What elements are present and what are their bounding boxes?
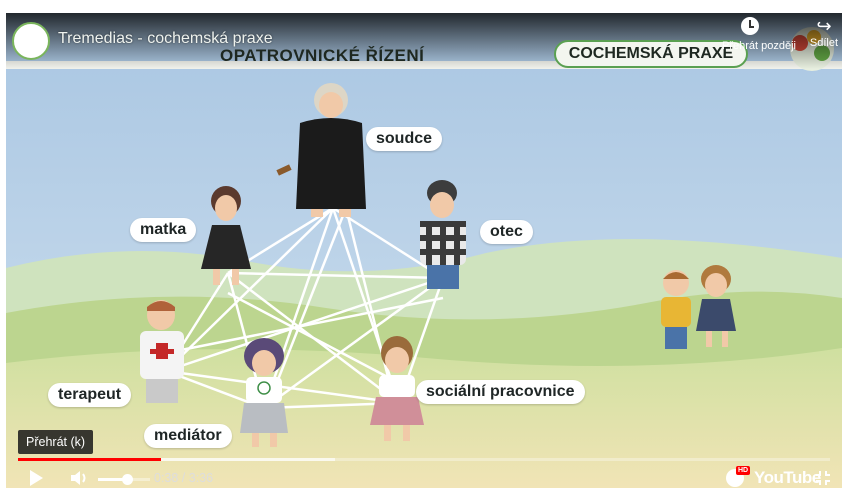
share-label: Sdílet bbox=[809, 37, 839, 49]
progress-bar[interactable] bbox=[18, 458, 830, 461]
label-mediator: mediátor bbox=[144, 424, 232, 448]
play-icon[interactable] bbox=[30, 470, 43, 486]
label-social-worker: sociální pracovnice bbox=[416, 380, 585, 404]
watch-later-button[interactable]: Přehrát později bbox=[722, 17, 796, 52]
volume-icon[interactable] bbox=[69, 468, 91, 488]
volume-knob[interactable] bbox=[121, 474, 133, 485]
video-player[interactable]: Tremedias - cochemská praxe OPATROVNICKÉ… bbox=[6, 13, 842, 488]
volume-fill bbox=[98, 478, 127, 481]
player-controls: 0:38 / 3:36 HD YouTube bbox=[6, 463, 842, 488]
youtube-logo[interactable]: YouTube bbox=[754, 468, 821, 487]
cochem-banner: COCHEMSKÁ PRAXE bbox=[554, 40, 748, 68]
label-father: otec bbox=[480, 220, 533, 244]
label-therapist: terapeut bbox=[48, 383, 132, 407]
social-worker-figure bbox=[370, 336, 424, 441]
mediator-figure bbox=[240, 338, 288, 447]
buffer-fill bbox=[18, 458, 335, 461]
judge-figure bbox=[276, 83, 366, 217]
volume-slider[interactable] bbox=[98, 474, 150, 485]
father-figure bbox=[420, 180, 466, 289]
label-mother: matka bbox=[130, 218, 197, 242]
play-tooltip: Přehrát (k) bbox=[18, 430, 94, 454]
mother-figure bbox=[201, 186, 251, 285]
channel-avatar[interactable] bbox=[12, 22, 50, 60]
video-frame bbox=[6, 13, 842, 488]
share-button[interactable]: ↪ Sdílet bbox=[796, 17, 842, 49]
section-banner: OPATROVNICKÉ ŘÍZENÍ bbox=[220, 46, 425, 65]
watch-later-label: Přehrát později bbox=[722, 40, 796, 52]
therapist-figure bbox=[140, 300, 184, 403]
played-fill bbox=[18, 458, 161, 461]
video-title[interactable]: Tremedias - cochemská praxe bbox=[58, 30, 273, 47]
share-icon: ↪ bbox=[816, 16, 832, 36]
children-figure bbox=[661, 265, 736, 349]
clock-icon bbox=[741, 17, 759, 35]
label-judge: soudce bbox=[366, 127, 443, 151]
time-display: 0:38 / 3:36 bbox=[154, 471, 214, 485]
exit-fullscreen-icon[interactable] bbox=[814, 469, 832, 487]
hd-badge: HD bbox=[736, 466, 751, 475]
